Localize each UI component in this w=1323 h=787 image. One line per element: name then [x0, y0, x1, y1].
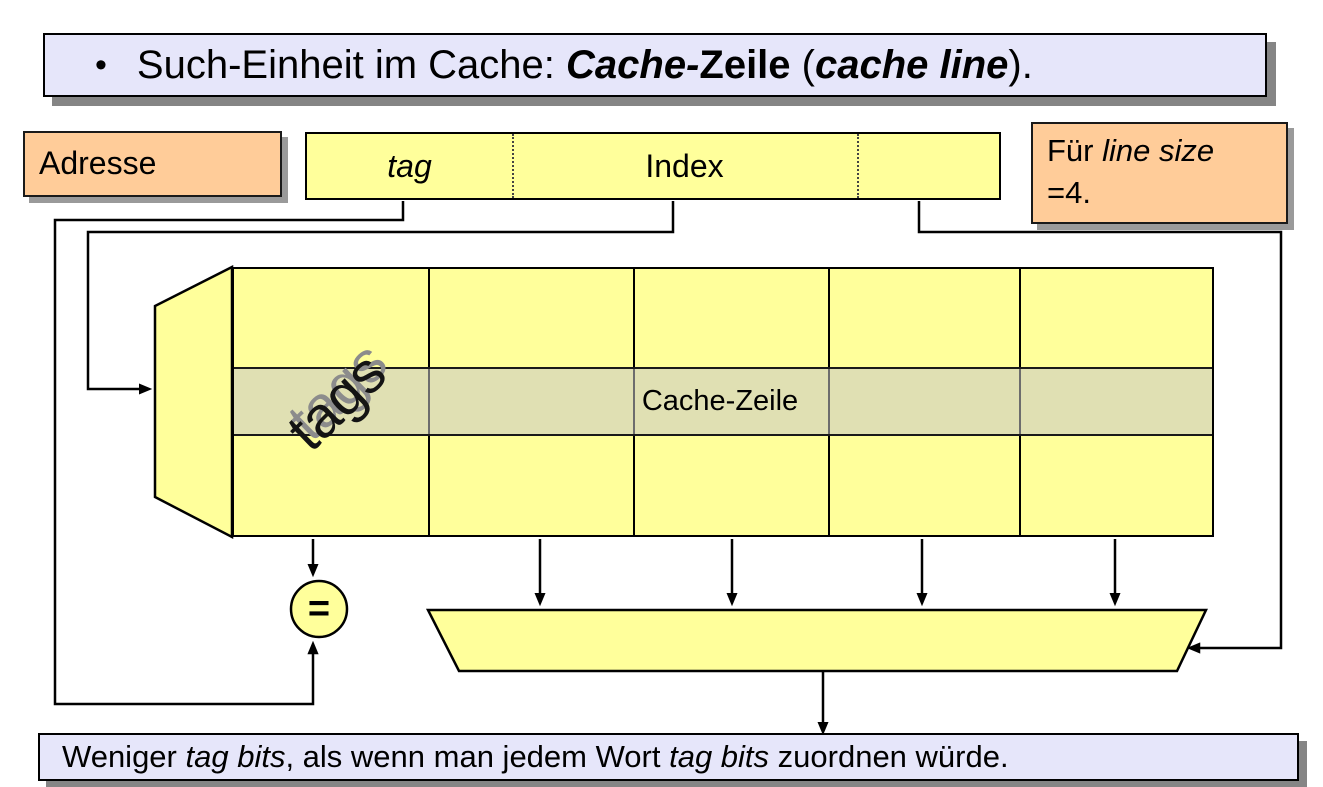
- bullet-icon: •: [95, 46, 107, 84]
- bottom-note-banner: Weniger tag bits, als wenn man jedem Wor…: [38, 733, 1299, 781]
- tags-array-shape: [153, 264, 234, 540]
- cache-line-label: Cache-Zeile: [641, 385, 799, 417]
- bitfield-divider: [512, 134, 514, 198]
- address-bitfield: tag Index: [305, 132, 1001, 200]
- wire-tag-to-comparator: [53, 201, 405, 706]
- line-size-note-box: Für line size =4.: [1031, 122, 1288, 224]
- line-size-note-line2: =4.: [1047, 175, 1091, 210]
- cache-line-row: Cache-Zeile: [234, 367, 1212, 436]
- mux-shape: [425, 608, 1208, 673]
- address-section-index: Index: [512, 134, 857, 198]
- address-label: Adresse: [39, 145, 157, 181]
- comparator-circle: [289, 579, 349, 639]
- address-section-tag: tag: [307, 134, 512, 198]
- cache-array: Cache-Zeile: [232, 267, 1214, 537]
- tag-field-label: tag: [387, 148, 432, 184]
- bitfield-divider: [857, 134, 859, 198]
- bottom-note-text: Weniger tag bits, als wenn man jedem Wor…: [62, 739, 1009, 774]
- page-title: Such-Einheit im Cache: Cache-Zeile (cach…: [136, 43, 1033, 87]
- wire-index-to-tags: [86, 201, 675, 395]
- address-label-box: Adresse: [23, 131, 282, 197]
- index-field-label: Index: [645, 148, 724, 184]
- line-size-note-line1: Für line size: [1047, 133, 1215, 168]
- title-banner: • Such-Einheit im Cache: Cache-Zeile (cac…: [43, 33, 1267, 97]
- equals-symbol: =: [307, 588, 331, 630]
- wire-offset-to-mux: [917, 201, 1283, 654]
